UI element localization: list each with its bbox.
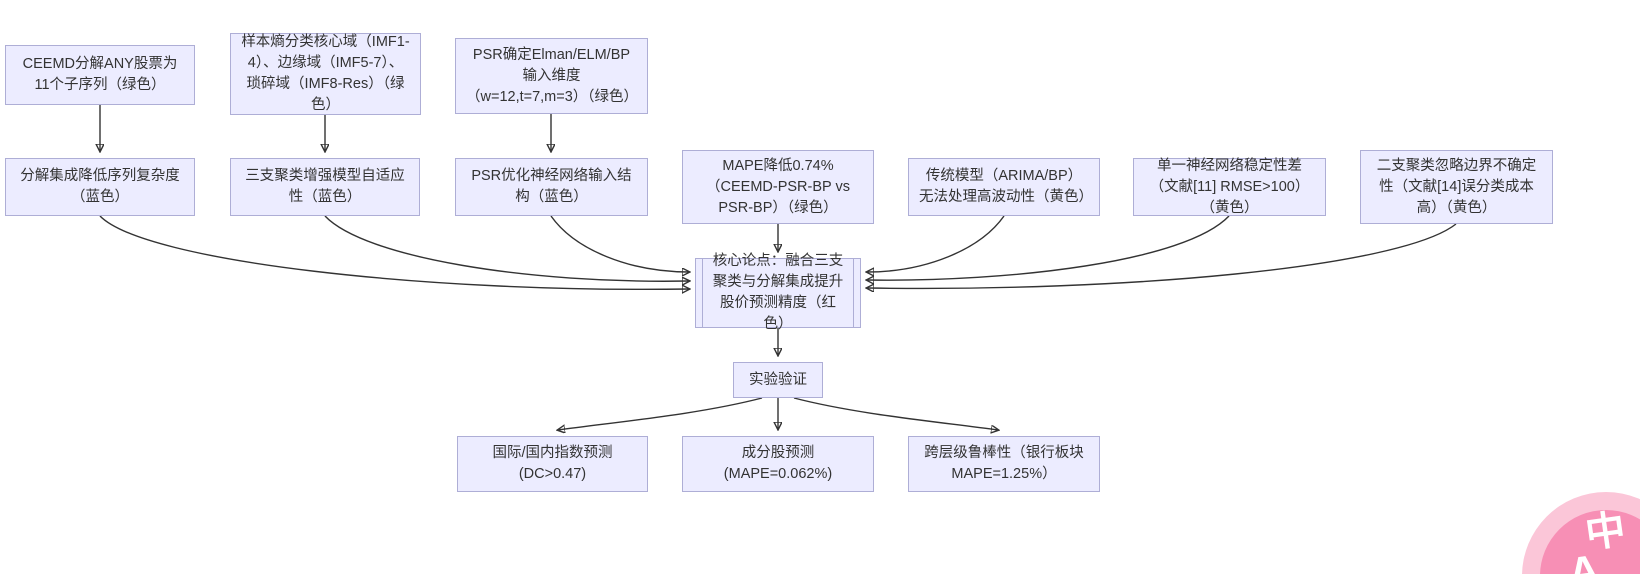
node-sample-entropy-domains: 样本熵分类核心域（IMF1-4）、边缘域（IMF5-7）、琐碎域（IMF8-Re… [230,33,421,115]
node-label: 单一神经网络稳定性差（文献[11] RMSE>100）（黄色） [1149,157,1310,216]
node-constituent-prediction: 成分股预测 (MAPE=0.062%) [682,436,874,492]
node-index-prediction: 国际/国内指数预测 (DC>0.47) [457,436,648,492]
node-twoway-clustering-limitation: 二支聚类忽略边界不确定性（文献[14]误分类成本高）（黄色） [1360,150,1553,224]
edge-decomposition-to-core [99,215,689,289]
node-decomposition-reduces-complexity: 分解集成降低序列复杂度（蓝色） [5,158,195,216]
edge-traditional-to-core [867,215,1005,272]
node-label: PSR确定Elman/ELM/BP输入维度（w=12,t=7,m=3）（绿色） [466,46,639,105]
node-core-thesis: 核心论点：融合三支聚类与分解集成提升股价预测精度（红色） [695,253,861,332]
node-label: MAPE降低0.74%（CEEMD-PSR-BP vs PSR-BP）（绿色） [706,157,850,216]
node-cross-level-robustness: 跨层级鲁棒性（银行板块 MAPE=1.25%） [908,436,1100,492]
node-label: 样本熵分类核心域（IMF1-4）、边缘域（IMF5-7）、琐碎域（IMF8-Re… [241,34,410,113]
node-ceemd-decomposition: CEEMD分解ANY股票为11个子序列（绿色） [5,45,195,105]
node-label: 成分股预测 (MAPE=0.062%) [723,445,833,482]
edge-clustering-to-core [324,215,689,281]
edge-singlenn-to-core [867,215,1230,280]
edge-psr-to-core [550,215,689,272]
node-label: 国际/国内指数预测 (DC>0.47) [492,445,613,482]
node-label: 实验验证 [749,371,807,388]
node-single-nn-instability: 单一神经网络稳定性差（文献[11] RMSE>100）（黄色） [1133,158,1326,216]
node-psr-optimizes-input: PSR优化神经网络输入结构（蓝色） [455,158,648,216]
node-label: PSR优化神经网络输入结构（蓝色） [471,168,632,205]
node-traditional-model-limitation: 传统模型（ARIMA/BP）无法处理高波动性（黄色） [908,158,1100,216]
node-label: 三支聚类增强模型自适应性（蓝色） [245,168,405,205]
node-mape-reduction-evidence: MAPE降低0.74%（CEEMD-PSR-BP vs PSR-BP）（绿色） [682,150,874,224]
node-label: 传统模型（ARIMA/BP）无法处理高波动性（黄色） [919,168,1093,205]
node-label: 核心论点：融合三支聚类与分解集成提升股价预测精度（红色） [712,253,844,332]
node-psr-input-dimensions: PSR确定Elman/ELM/BP输入维度（w=12,t=7,m=3）（绿色） [455,38,648,114]
translate-button[interactable]: 中 A [1522,492,1640,574]
node-label: CEEMD分解ANY股票为11个子序列（绿色） [22,56,178,93]
node-experiment-validation: 实验验证 [733,362,823,398]
node-label: 分解集成降低序列复杂度（蓝色） [20,168,180,205]
edge-experiment-to-robustness [793,397,998,430]
edge-experiment-to-index [558,397,763,430]
edge-twoway-to-core [867,223,1457,288]
node-label: 跨层级鲁棒性（银行板块 MAPE=1.25%） [924,445,1084,482]
node-label: 二支聚类忽略边界不确定性（文献[14]误分类成本高）（黄色） [1376,157,1537,216]
node-threeway-clustering-adaptivity: 三支聚类增强模型自适应性（蓝色） [230,158,420,216]
